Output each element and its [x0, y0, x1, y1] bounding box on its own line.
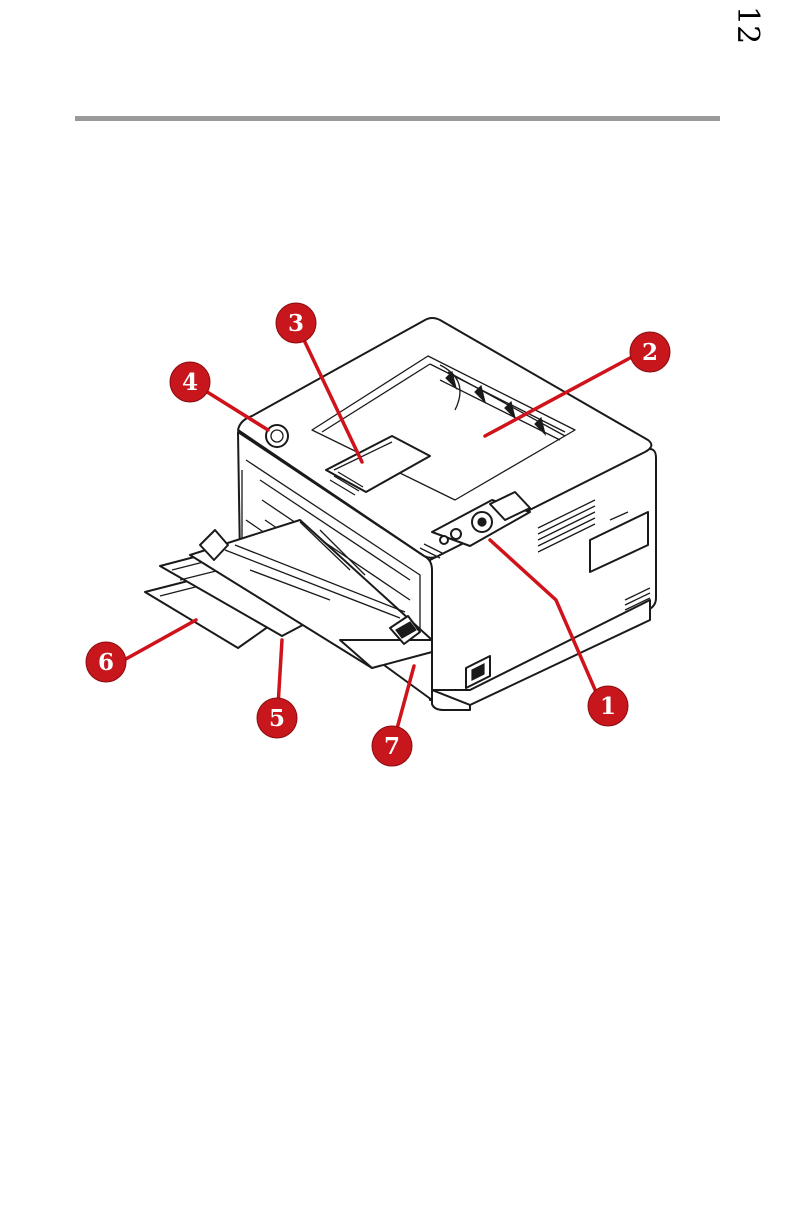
callout-label: 6 — [98, 649, 114, 676]
callout-6: 6 — [86, 642, 126, 682]
callout-label: 5 — [269, 705, 285, 732]
callout-1: 1 — [588, 686, 628, 726]
callout-label: 1 — [600, 693, 616, 720]
callout-4: 4 — [170, 362, 210, 402]
callout-5: 5 — [257, 698, 297, 738]
callout-label: 7 — [384, 733, 400, 760]
callout-2: 2 — [630, 332, 670, 372]
callout-7: 7 — [372, 726, 412, 766]
leader-6 — [124, 620, 196, 660]
callout-label: 4 — [182, 369, 198, 396]
callout-label: 3 — [288, 310, 304, 337]
leader-5 — [278, 640, 282, 706]
leader-4 — [204, 390, 268, 430]
callout-3: 3 — [276, 303, 316, 343]
callout-label: 2 — [642, 339, 658, 366]
